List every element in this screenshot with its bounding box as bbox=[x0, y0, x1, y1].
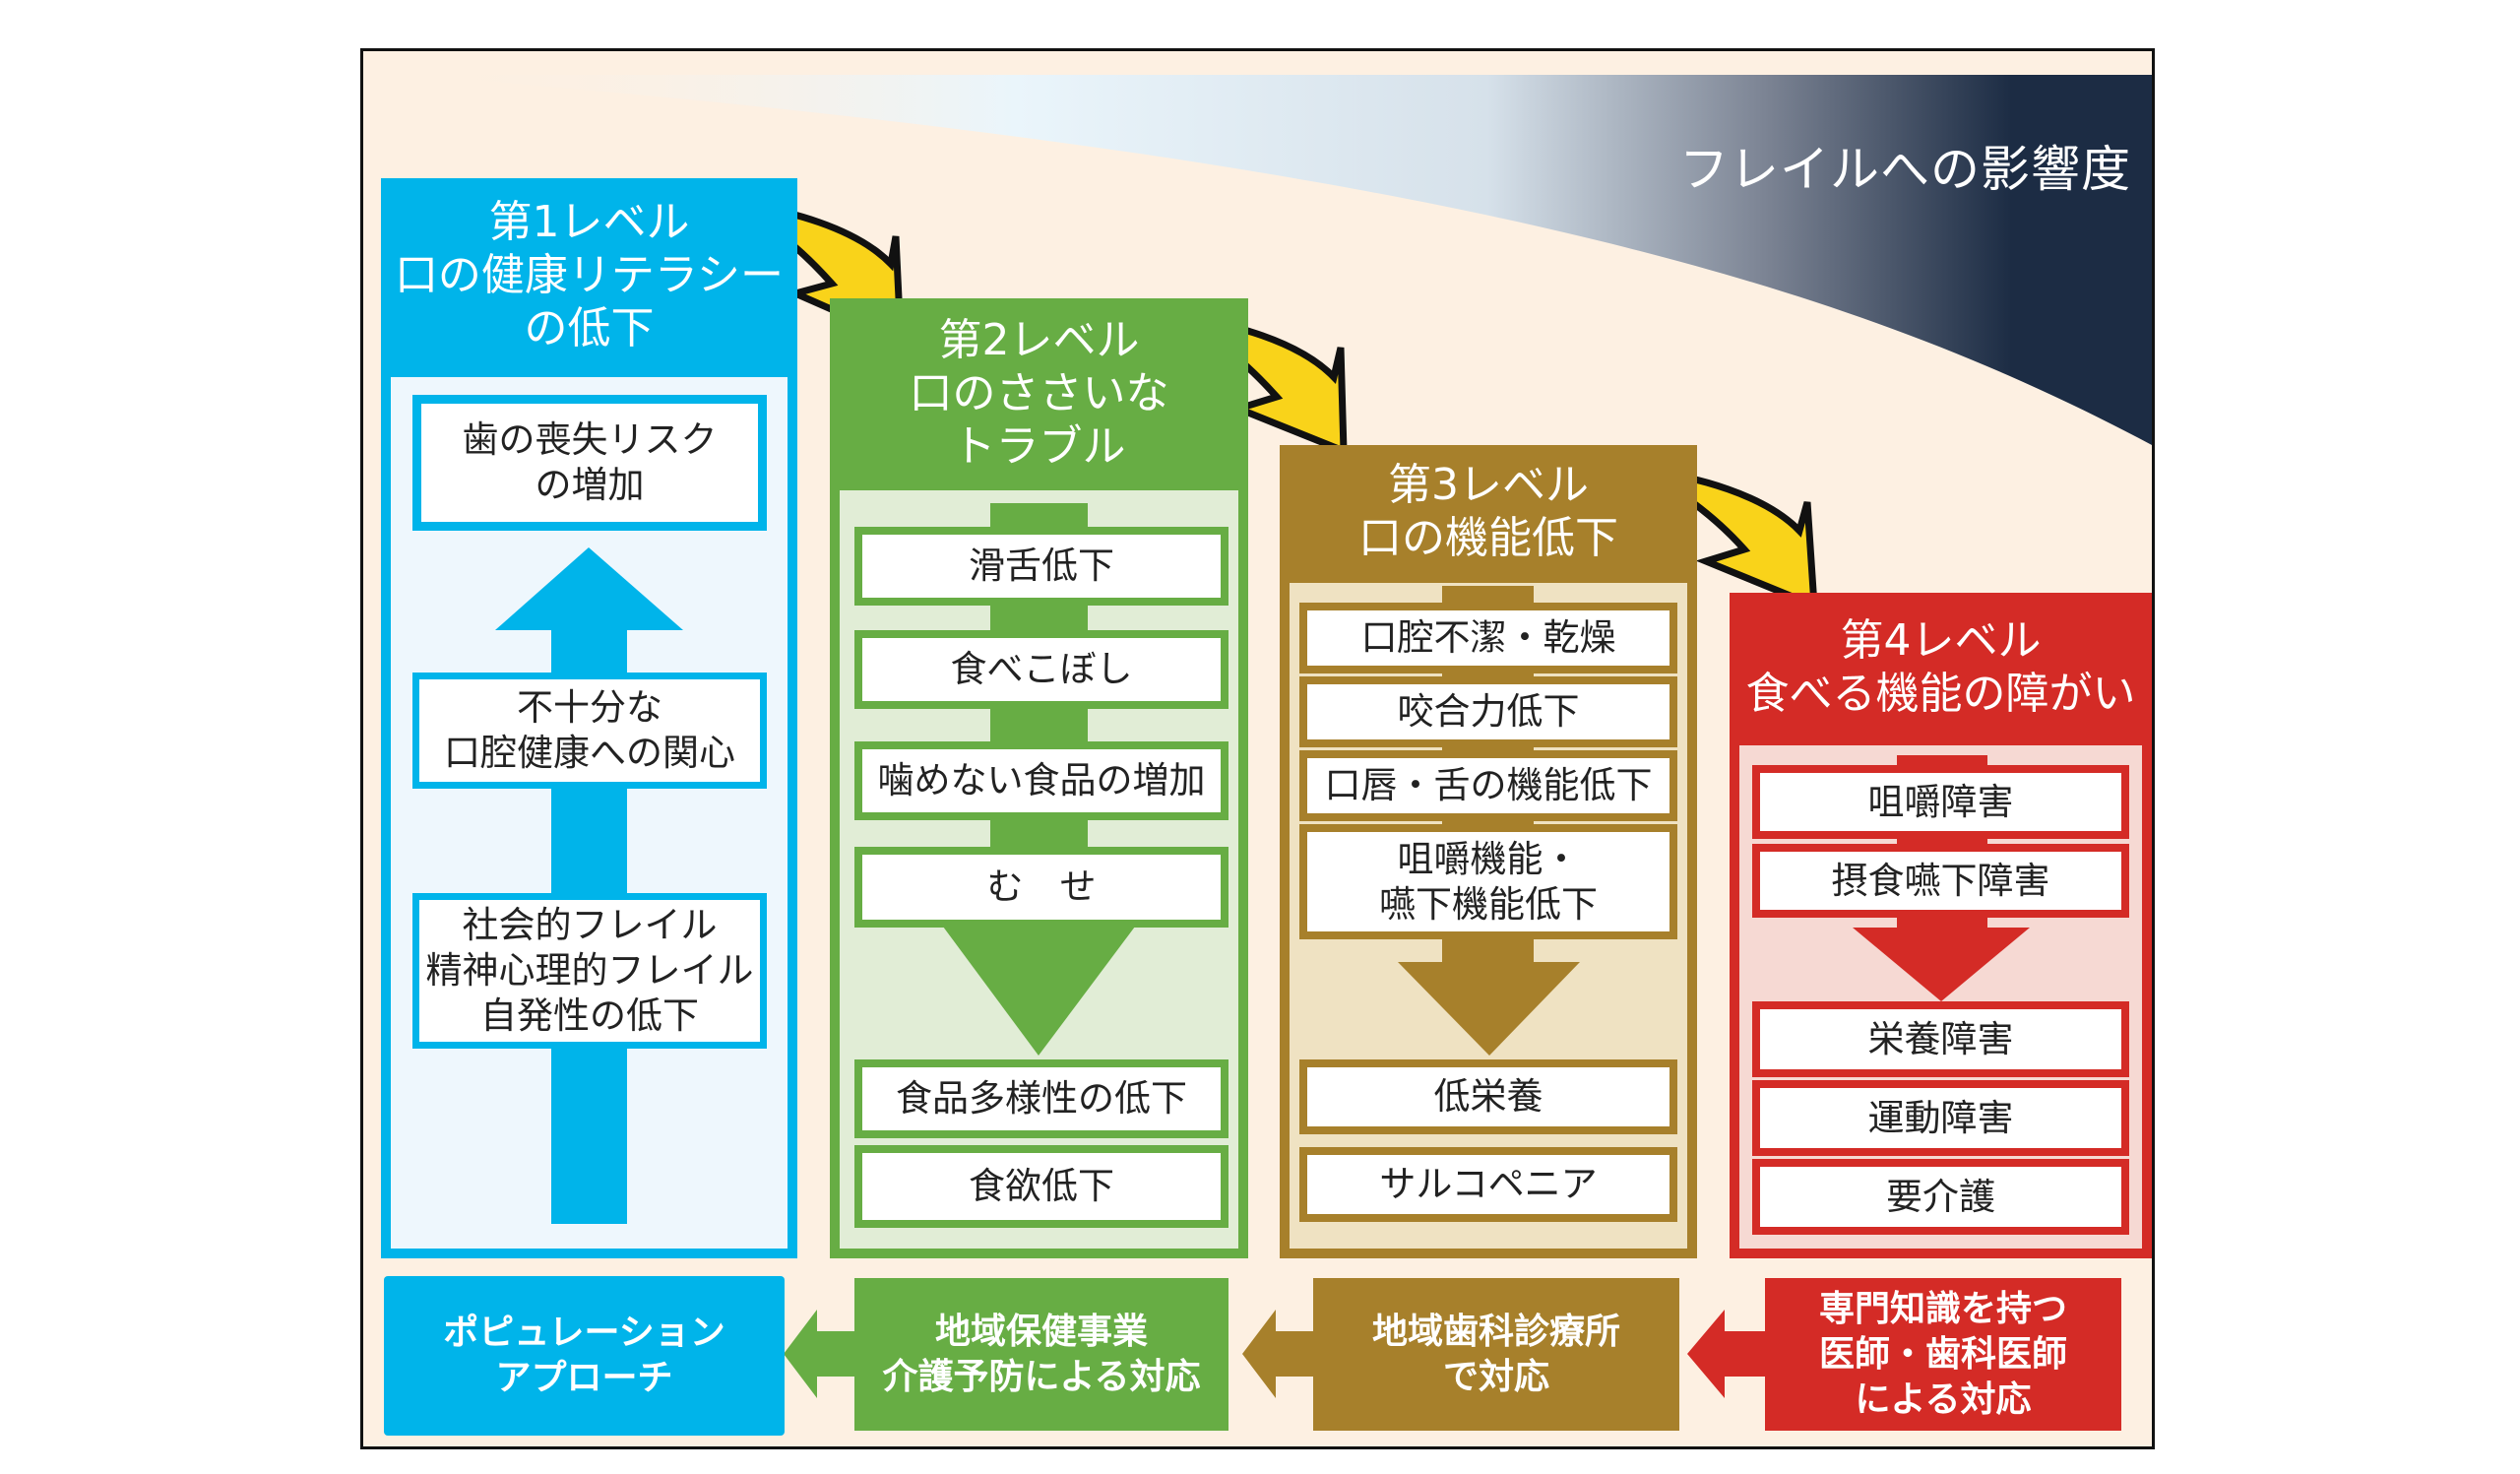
level-3-body: 口腔不潔・乾燥 咬合力低下 口唇・舌の機能低下 咀嚼機能・ 嚥下機能低下 低栄養… bbox=[1290, 583, 1687, 1249]
left-arrow-icon bbox=[1242, 1310, 1315, 1398]
left-arrow-icon bbox=[784, 1310, 856, 1398]
level-4-item: 運動障害 bbox=[1752, 1080, 2129, 1156]
level-4-item: 摂食嚥下障害 bbox=[1752, 844, 2129, 918]
level-1-panel: 第1レベル 口の健康リテラシー の低下 歯の喪失リスク の増加 不十分な 口腔健… bbox=[381, 178, 797, 1258]
level-3-item: 咬合力低下 bbox=[1299, 676, 1677, 747]
response-local-dental-clinic: 地域歯科診療所 で対応 bbox=[1313, 1278, 1679, 1431]
level-1-item: 不十分な 口腔健康への関心 bbox=[412, 673, 767, 789]
level-2-body: 滑舌低下 食べこぼし 噛めない食品の増加 む せ 食品多様性の低下 食欲低下 bbox=[840, 490, 1238, 1249]
up-arrow-icon bbox=[495, 547, 683, 630]
level-3-item: 低栄養 bbox=[1299, 1059, 1677, 1134]
level-3-item: 口腔不潔・乾燥 bbox=[1299, 603, 1677, 673]
level-4-item: 咀嚼障害 bbox=[1752, 765, 2129, 839]
response-population-approach: ポピュレーション アプローチ bbox=[384, 1276, 785, 1436]
level-1-title: 第1レベル 口の健康リテラシー の低下 bbox=[394, 197, 785, 353]
response-specialist-doctors: 専門知識を持つ 医師・歯科医師 による対応 bbox=[1765, 1278, 2121, 1431]
level-3-item: 口唇・舌の機能低下 bbox=[1299, 750, 1677, 821]
level-3-panel: 第3レベル 口の機能低下 口腔不潔・乾燥 咬合力低下 口唇・舌の機能低下 咀嚼機… bbox=[1280, 445, 1697, 1258]
level-2-title: 第2レベル 口のささいな トラブル bbox=[909, 315, 1169, 472]
level-2-item: 食欲低下 bbox=[854, 1145, 1228, 1228]
level-1-item: 社会的フレイル 精神心理的フレイル 自発性の低下 bbox=[412, 893, 767, 1049]
down-arrow-icon bbox=[943, 927, 1135, 1056]
level-3-item: 咀嚼機能・ 嚥下機能低下 bbox=[1299, 824, 1677, 939]
level-4-title: 第4レベル 食べる機能の障がい bbox=[1745, 615, 2136, 719]
level-2-item: 食べこぼし bbox=[854, 630, 1228, 709]
left-arrow-icon bbox=[1687, 1310, 1767, 1398]
level-1-body: 歯の喪失リスク の増加 不十分な 口腔健康への関心 社会的フレイル 精神心理的フ… bbox=[391, 377, 788, 1249]
level-4-panel: 第4レベル 食べる機能の障がい 咀嚼障害 摂食嚥下障害 栄養障害 運動障害 要介… bbox=[1730, 593, 2152, 1258]
level-3-title: 第3レベル 口の機能低下 bbox=[1358, 460, 1618, 563]
level-1-item: 歯の喪失リスク の増加 bbox=[412, 395, 767, 531]
level-2-panel: 第2レベル 口のささいな トラブル 滑舌低下 食べこぼし 噛めない食品の増加 む… bbox=[830, 298, 1248, 1258]
level-4-body: 咀嚼障害 摂食嚥下障害 栄養障害 運動障害 要介護 bbox=[1739, 745, 2142, 1249]
down-arrow-icon bbox=[1398, 962, 1580, 1056]
level-2-item: 食品多様性の低下 bbox=[854, 1059, 1228, 1138]
level-2-item: む せ bbox=[854, 847, 1228, 928]
impact-label: フレイルへの影響度 bbox=[1679, 141, 2131, 198]
level-2-item: 滑舌低下 bbox=[854, 527, 1228, 606]
impact-wedge bbox=[404, 75, 2152, 445]
level-2-item: 噛めない食品の増加 bbox=[854, 741, 1228, 820]
level-4-item: 要介護 bbox=[1752, 1159, 2129, 1235]
level-3-item: サルコペニア bbox=[1299, 1147, 1677, 1222]
response-community-health: 地域保健事業 介護予防による対応 bbox=[854, 1278, 1228, 1431]
level-4-item: 栄養障害 bbox=[1752, 1001, 2129, 1077]
down-arrow-icon bbox=[1853, 928, 2030, 1001]
